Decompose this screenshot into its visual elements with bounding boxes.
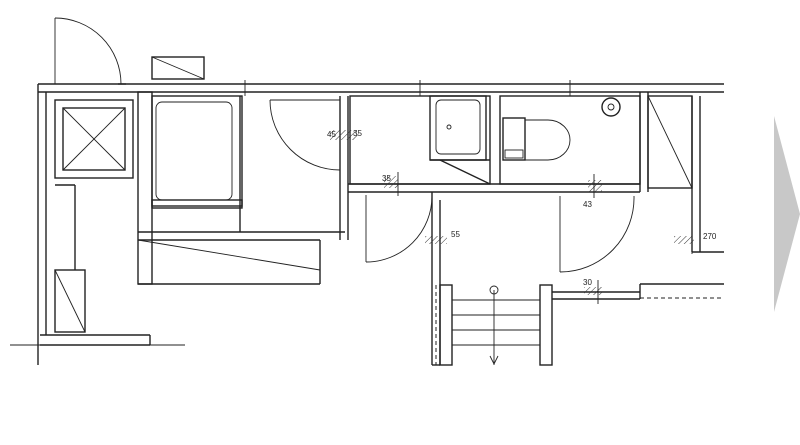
entry-door xyxy=(54,17,126,85)
chevron-right-icon[interactable] xyxy=(774,116,800,312)
dim-label-55: 55 xyxy=(451,230,460,239)
bathroom xyxy=(137,91,345,285)
staircase xyxy=(435,284,553,366)
dim-label-30: 30 xyxy=(583,278,592,287)
dim-label-270: 270 xyxy=(703,232,717,241)
shaft-box xyxy=(54,99,134,179)
exterior-unit xyxy=(151,56,205,80)
top-wall xyxy=(38,80,724,96)
toilet-room xyxy=(499,95,641,185)
right-storage xyxy=(647,95,724,253)
dim-label-43: 43 xyxy=(583,200,592,209)
dim-label-35-top: 35 xyxy=(353,129,362,138)
bath-door xyxy=(269,96,358,240)
left-wall xyxy=(10,84,185,365)
corridor-walls xyxy=(348,92,649,366)
dimension-markers xyxy=(384,172,694,304)
washroom xyxy=(349,95,491,185)
dim-label-45: 45 xyxy=(327,130,336,139)
corridor-doors xyxy=(365,195,635,273)
dim-label-35-mid: 35 xyxy=(382,174,391,183)
left-closet xyxy=(54,184,86,333)
lower-right-walls xyxy=(552,283,724,300)
